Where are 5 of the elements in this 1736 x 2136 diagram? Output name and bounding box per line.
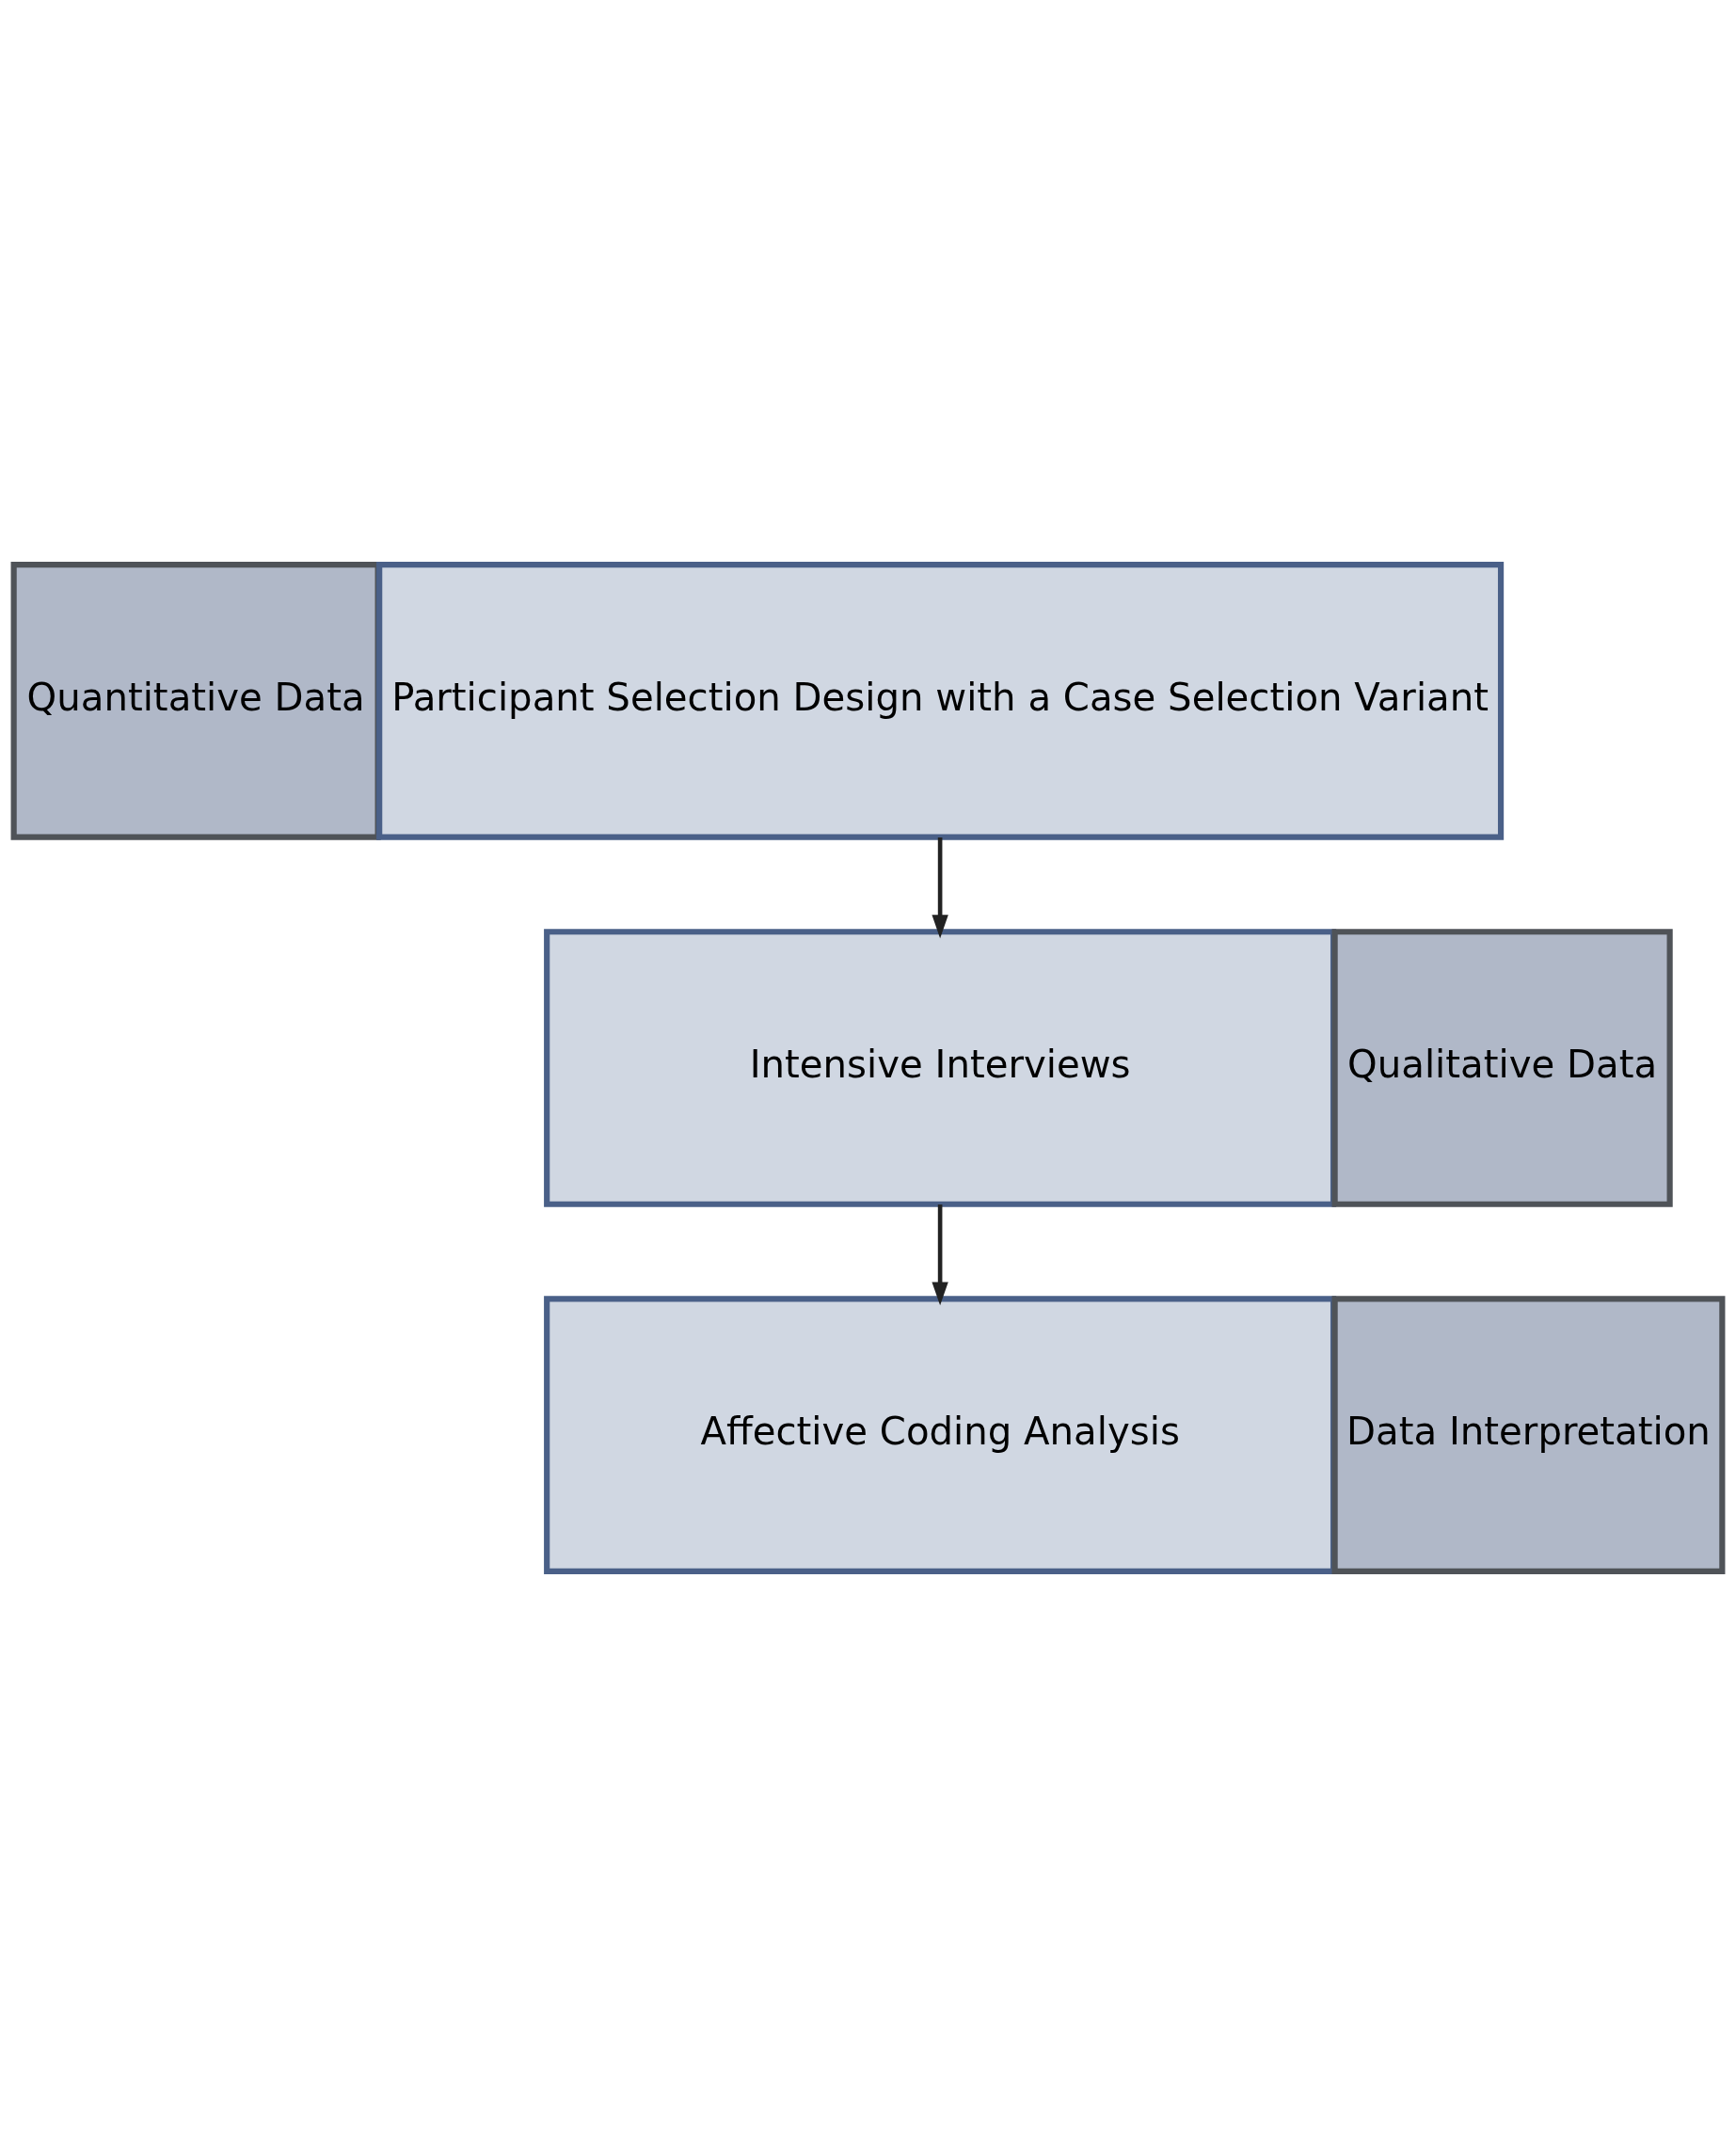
node-box: Participant Selection Design with a Case Selection Variant	[376, 562, 1505, 840]
arrow	[932, 1204, 948, 1306]
node-box: Qualitative Data	[1331, 929, 1673, 1207]
arrow	[932, 837, 948, 939]
node-box: Data Interpretation	[1331, 1296, 1726, 1574]
